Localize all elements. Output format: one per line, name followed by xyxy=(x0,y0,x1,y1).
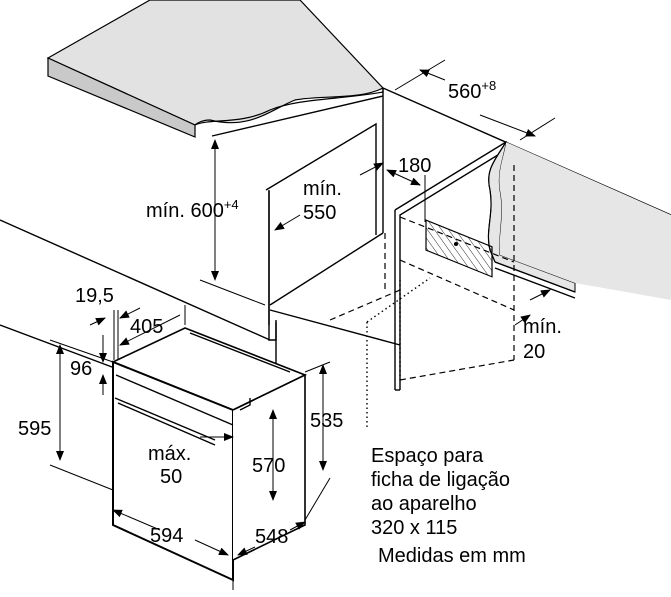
socket-area xyxy=(425,219,493,278)
dim-niche-height: mín. 600+4 xyxy=(146,197,239,222)
dim-niche-width: 560+8 xyxy=(448,78,496,103)
dim-handle-gap-value: 50 xyxy=(160,466,182,488)
dim-inner-height: 570 xyxy=(252,455,285,477)
dim-top-gap: 96 xyxy=(70,358,92,380)
dim-appliance-depth: 548 xyxy=(255,526,288,548)
dim-socket-offset: 180 xyxy=(398,155,431,177)
oven-appliance xyxy=(110,327,307,582)
dim-rear-gap-label: mín. xyxy=(523,316,562,338)
dim-appliance-height: 595 xyxy=(18,418,51,440)
dimension-lines xyxy=(49,59,556,590)
dim-handle-gap-label: máx. xyxy=(148,443,191,465)
cabinet-niche xyxy=(0,87,671,430)
countertop xyxy=(46,0,384,138)
dim-body-height: 535 xyxy=(310,410,343,432)
units-note: Medidas em mm xyxy=(378,545,526,567)
dim-depth-min-value: 550 xyxy=(303,202,336,224)
dim-depth-min-label: mín. xyxy=(303,178,342,200)
dim-appliance-width: 594 xyxy=(150,525,183,547)
dim-rear-gap-value: 20 xyxy=(523,341,545,363)
dim-panel-offset: 19,5 xyxy=(75,285,114,307)
dim-door-depth: 405 xyxy=(130,316,163,338)
